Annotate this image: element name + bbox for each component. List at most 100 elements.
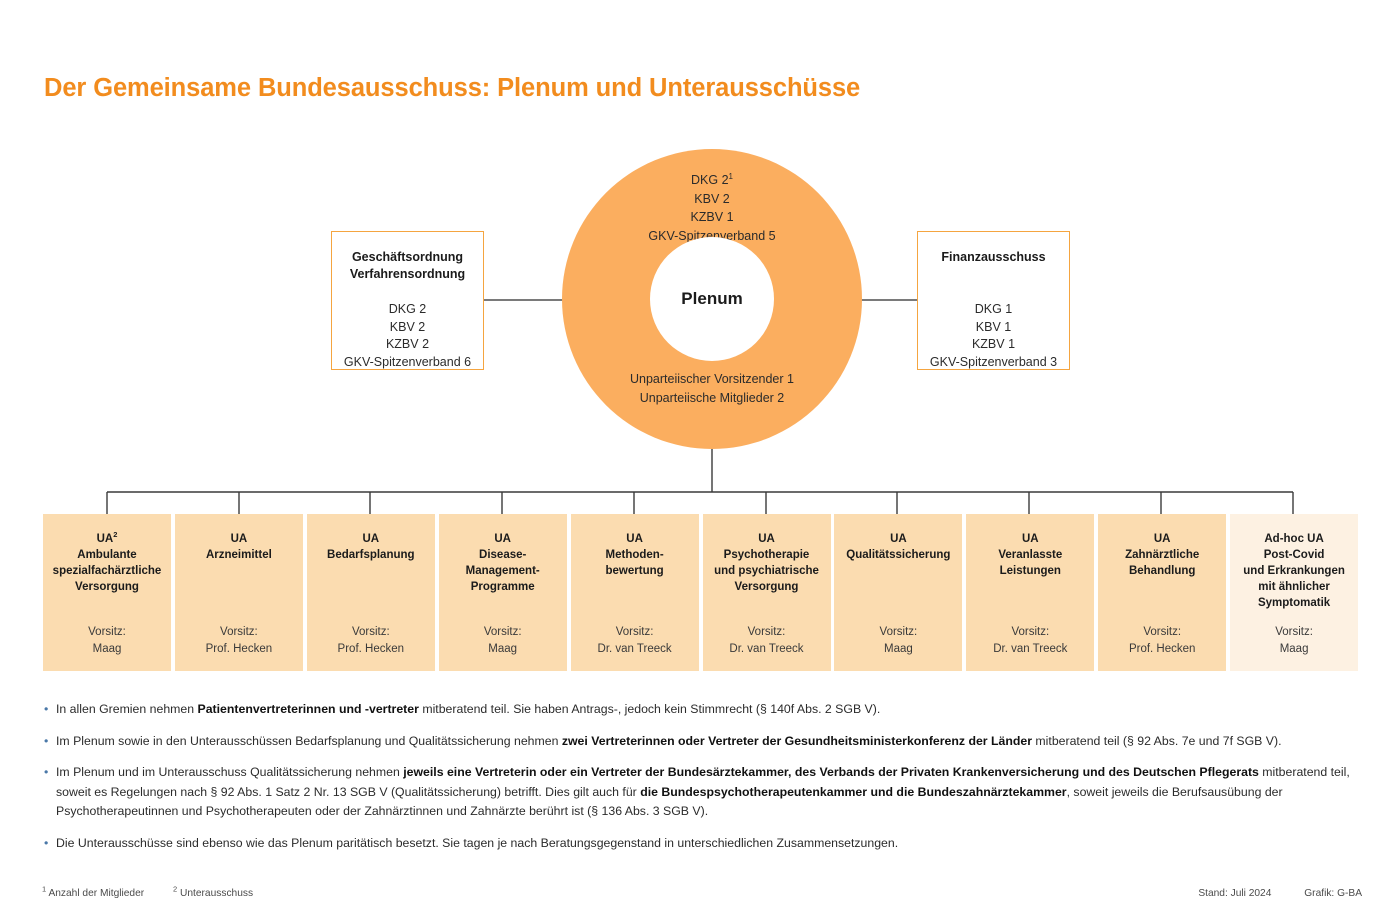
committee-footnote-marker: 2 (113, 530, 118, 540)
committee-chair: Vorsitz: Dr. van Treeck (703, 624, 831, 657)
committee-title-line: UA (890, 533, 907, 545)
committee-title-line: UA (494, 533, 511, 545)
chair-name: Prof. Hecken (337, 642, 405, 655)
footer-meta: Stand: Juli 2024 Grafik: G-BA (1198, 888, 1362, 899)
footer-grafik: Grafik: G-BA (1304, 888, 1362, 899)
committee-chair: Vorsitz: Dr. van Treeck (966, 624, 1094, 657)
committee-title-line: UA (1021, 533, 1039, 545)
chair-label: Vorsitz: (1143, 626, 1182, 638)
committee-title-line: Disease- (479, 549, 527, 561)
committee-chair: Vorsitz: Maag (439, 624, 567, 657)
note-emphasis: die Bundespsychotherapeutenkammer und di… (640, 784, 1067, 799)
text-line: Verfahrensordnung (349, 267, 466, 281)
plenum-member-line: Unparteiische Mitglieder 2 (639, 390, 785, 405)
note-text: Die Unterausschüsse sind ebenso wie das … (56, 835, 899, 850)
text-line: GKV-Spitzenverband 6 (343, 354, 472, 369)
note-text: Im Plenum und im Unterausschuss Qualität… (56, 765, 404, 779)
committee-title-line: Management- (465, 565, 540, 577)
committee-title-line: UA (362, 533, 380, 545)
plenum-member-line: DKG 21 (691, 171, 733, 187)
footer-stand: Stand: Juli 2024 (1198, 888, 1272, 899)
note-item: • Im Plenum und im Unterausschuss Qualitä… (44, 763, 1364, 822)
committee-title-line: Methoden- (605, 549, 664, 561)
plenum-footnote-marker: 1 (728, 171, 733, 181)
committee-title-line: spezialfachärztliche (52, 565, 162, 577)
note-emphasis: Patientenvertreterinnen und -vertreter (197, 702, 419, 716)
committee-title-line: Versorgung (75, 581, 139, 593)
footnote-1: 1 Anzahl der Mitglieder (42, 884, 144, 899)
bullet-icon: • (44, 702, 49, 716)
text-line: Geschäftsordnung (351, 250, 464, 264)
note-text: mitberatend teil (§ 92 Abs. 7e und 7f SG… (1032, 733, 1282, 748)
committee-title-line: Post-Covid (1263, 549, 1325, 561)
chair-label: Vorsitz: (1275, 626, 1313, 638)
committee-chair: Vorsitz: Maag (1230, 624, 1358, 657)
text-line: KBV 2 (389, 319, 426, 334)
chair-name: Dr. van Treeck (993, 642, 1068, 655)
note-item: •Im Plenum sowie in den Unterausschüssen… (44, 732, 1364, 752)
footnote-1-marker: 1 (42, 884, 47, 894)
committee-title-line: Ambulante (77, 549, 137, 561)
chair-name: Maag (884, 642, 913, 655)
committee-chair: Vorsitz:Prof. Hecken (175, 624, 303, 657)
committee-title-line: und psychiatrische (714, 565, 819, 577)
bullet-icon: • (44, 765, 49, 779)
footnote-2-text: Unterausschuss (180, 888, 254, 899)
committee-title-line: Ad-hoc UA (1264, 533, 1324, 545)
bullet-icon: • (44, 835, 49, 850)
note-emphasis: zwei Vertreterinnen oder Vertreter der G… (561, 733, 1033, 748)
chair-name: Maag (1279, 642, 1309, 655)
text-line: DKG 2 (388, 302, 427, 316)
note-text: mitberatend teil, soweit es Regelungen n… (56, 765, 1350, 799)
chair-name: Maag (488, 642, 518, 655)
committee-title-line: Psychotherapie (723, 549, 810, 561)
committee-chair: Vorsitz: Maag (834, 624, 962, 657)
text-line: KZBV 1 (971, 337, 1016, 351)
text-line: Finanzausschuss (941, 250, 1046, 264)
committee-title-line: UA2 (96, 530, 118, 545)
note-text: Im Plenum sowie in den Unterausschüssen … (56, 733, 562, 748)
committee-chair: Vorsitz:Maag (43, 624, 171, 657)
chair-label: Vorsitz: (1011, 626, 1050, 638)
side-box-right-title: Finanzausschuss (918, 249, 1069, 266)
committee-title-line: Leistungen (999, 565, 1061, 577)
committee-title: UA Qualitätssicherung (834, 531, 962, 563)
committee-title-line: Qualitätssicherung (846, 549, 951, 561)
chair-label: Vorsitz: (747, 626, 786, 638)
chair-label: Vorsitz: (351, 626, 390, 638)
footnote-2-marker: 2 (173, 884, 178, 894)
note-item: • Die Unterausschüsse sind ebenso wie das… (44, 834, 1364, 854)
chair-label: Vorsitz: (483, 626, 522, 638)
chair-label: Vorsitz: (879, 626, 918, 638)
committee-title-line: Symptomatik (1257, 597, 1331, 609)
note-text: mitberatend teil. Sie haben Antrags-, je… (418, 702, 881, 716)
committee-title-line: und Erkrankungen (1243, 565, 1345, 577)
chair-name: Dr. van Treeck (729, 642, 804, 655)
chair-name: Dr. van Treeck (597, 642, 672, 655)
committee-title-line: Zahnärztliche (1125, 549, 1200, 561)
